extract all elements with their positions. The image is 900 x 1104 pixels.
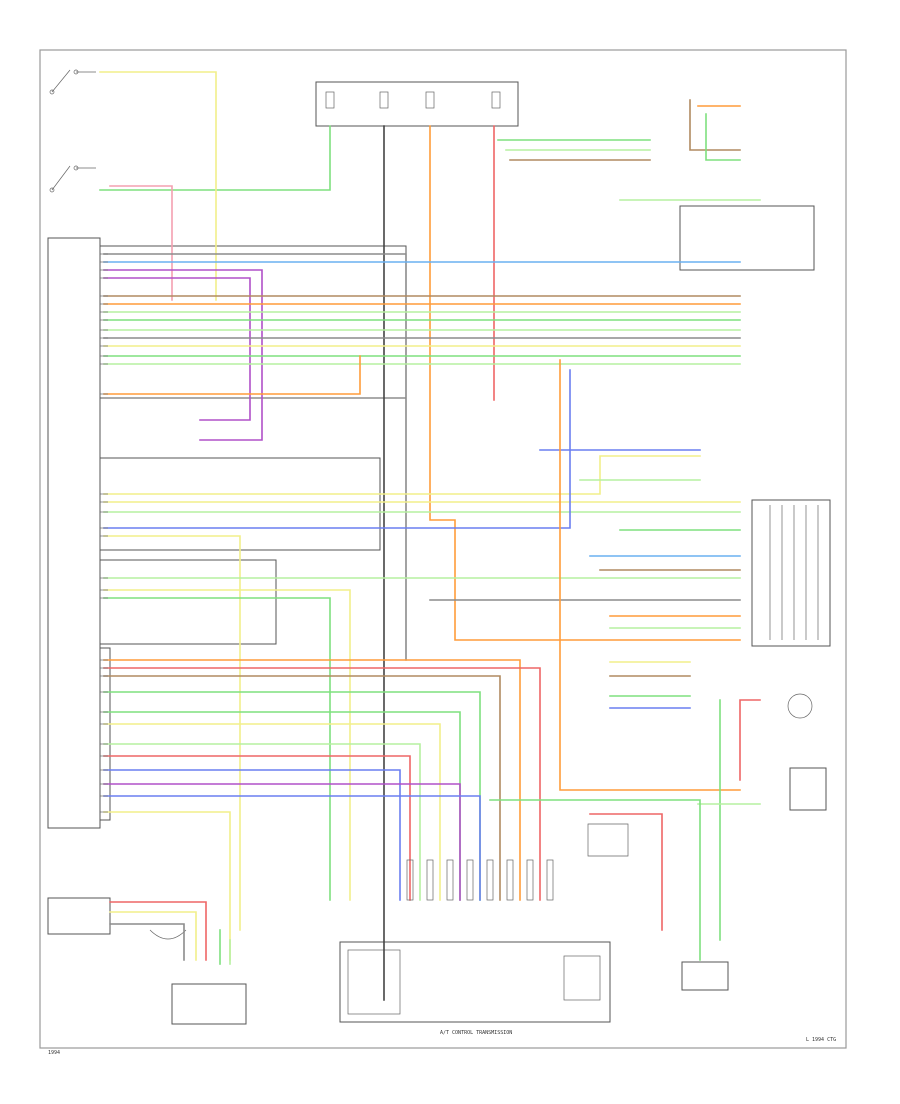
wire-brown (103, 675, 501, 901)
terminal-column (526, 859, 534, 901)
wire-red (103, 755, 411, 901)
wire-blue (103, 769, 401, 901)
wire-yellow (103, 535, 241, 931)
wire-orange (103, 659, 521, 901)
terminal-column (446, 859, 454, 901)
wire-yellow (103, 723, 441, 901)
wire-brown (689, 99, 741, 151)
fuse-group (325, 91, 501, 109)
wire-red (109, 901, 207, 961)
wire-blue (103, 369, 571, 529)
terminal-column (406, 859, 414, 901)
wire-yellow (103, 589, 351, 901)
wire-green (103, 597, 331, 901)
wire-yellow (99, 71, 217, 301)
wire-orange (429, 125, 741, 641)
footer-right-label: L 1994 CTG (806, 1037, 836, 1043)
wire-violet (103, 783, 461, 901)
wire-blue (103, 795, 481, 901)
connector-pins (100, 253, 554, 901)
wire-red (589, 813, 663, 931)
terminal-column (486, 859, 494, 901)
wire-green (705, 113, 741, 161)
wire-orange (103, 355, 361, 395)
connector-d (99, 647, 111, 821)
solenoid-loop (587, 823, 629, 857)
wire-green (103, 711, 461, 901)
wire-harness (99, 71, 761, 1001)
wire-green (489, 799, 701, 961)
wire-green (99, 125, 331, 191)
multi-connector-block (751, 499, 831, 647)
terminal-column (426, 859, 434, 901)
switch-arc (149, 929, 187, 940)
speed-sensor (787, 693, 813, 719)
connector-c (99, 559, 277, 645)
wire-yellow (103, 455, 701, 495)
terminal-column (506, 859, 514, 901)
wire-violet (103, 269, 263, 441)
wire-pink (109, 185, 173, 301)
at-control-module (47, 237, 101, 829)
wire-lt-green (103, 743, 421, 901)
wire-red (103, 667, 541, 901)
vehicle-speed-sensor (789, 767, 827, 811)
terminal-column (546, 859, 554, 901)
terminal-column (466, 859, 474, 901)
wire-yellow (109, 911, 197, 961)
footer-left-label: 1994 (48, 1050, 60, 1056)
wire-gray (109, 923, 185, 961)
wire-gray (103, 253, 407, 661)
transmission-inner-left (347, 949, 401, 1015)
transmission-inner-right (563, 955, 601, 1001)
wire-orange (559, 359, 741, 791)
throttle-sensor (171, 983, 247, 1025)
overdrive-switch (49, 165, 96, 193)
speed-sensor-box (681, 961, 729, 991)
wire-yellow (103, 811, 231, 961)
fuse-block (315, 81, 519, 127)
diagram-frame (39, 49, 847, 1049)
brake-switch (49, 69, 96, 95)
wire-red (739, 699, 761, 781)
shift-lock-solenoid (679, 205, 815, 271)
overdrive-off-switch (47, 897, 111, 935)
bottom-caption: A/T CONTROL TRANSMISSION (440, 1030, 512, 1036)
shift-connector-bus (769, 505, 819, 640)
wire-violet (103, 277, 251, 421)
transmission-block (339, 941, 611, 1023)
